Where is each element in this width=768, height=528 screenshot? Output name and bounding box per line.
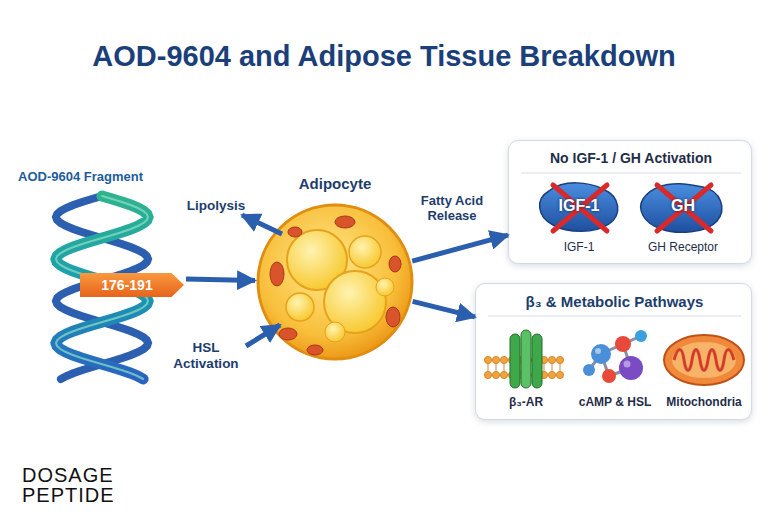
cell-heading: Adipocyte (225, 175, 445, 192)
blob-caption: IGF-1 (529, 241, 629, 255)
receptor-icon-art (482, 322, 570, 394)
diagram-title: AOD-9604 and Adipose Tissue Breakdown (0, 40, 768, 73)
molecule-icon-art (571, 322, 659, 394)
receptor-icon: β₃-AR (482, 322, 570, 416)
exclusion-panel: No IGF-1 / GH ActivationIGF-1IGF-1GHGH R… (508, 140, 752, 264)
igf1-blob: IGF-1IGF-1 (529, 179, 629, 261)
icon-caption: Mitochondria (660, 396, 748, 410)
process-label: HSL Activation (166, 340, 246, 371)
panel-heading: No IGF-1 / GH Activation (509, 150, 753, 166)
blob-caption: GH Receptor (633, 241, 733, 255)
molecule-icon: cAMP & HSL (571, 322, 659, 416)
residue-range: 176-191 (80, 273, 184, 297)
peptide-fragment: AOD-9604 Fragment 176-191 (18, 170, 186, 385)
flow-arrow (413, 301, 475, 317)
mitochondria-icon: Mitochondria (660, 322, 748, 416)
panel-heading: β₃ & Metabolic Pathways (476, 293, 753, 310)
process-label: Lipolysis (176, 198, 256, 214)
edge-label: Fatty Acid Release (404, 194, 500, 224)
blob-label: IGF-1 (529, 197, 629, 215)
fragment-heading: AOD-9604 Fragment (18, 170, 186, 185)
mitochondria-icon-art (660, 322, 748, 394)
adipocyte-illustration (255, 202, 415, 362)
flow-arrow (186, 279, 255, 280)
pathway-panel: β₃ & Metabolic Pathways β₃-ARcAMP & HSLMi… (475, 283, 752, 420)
gh-blob: GH GH Receptor (633, 179, 733, 261)
watermark: DOSAGE (22, 464, 114, 487)
flow-arrow (412, 235, 508, 261)
icon-caption: β₃-AR (482, 396, 570, 410)
watermark: PEPTIDE (22, 484, 115, 507)
icon-caption: cAMP & HSL (571, 396, 659, 410)
adipocyte-cell: Adipocyte (255, 202, 415, 362)
blob-label: GH (633, 197, 733, 215)
